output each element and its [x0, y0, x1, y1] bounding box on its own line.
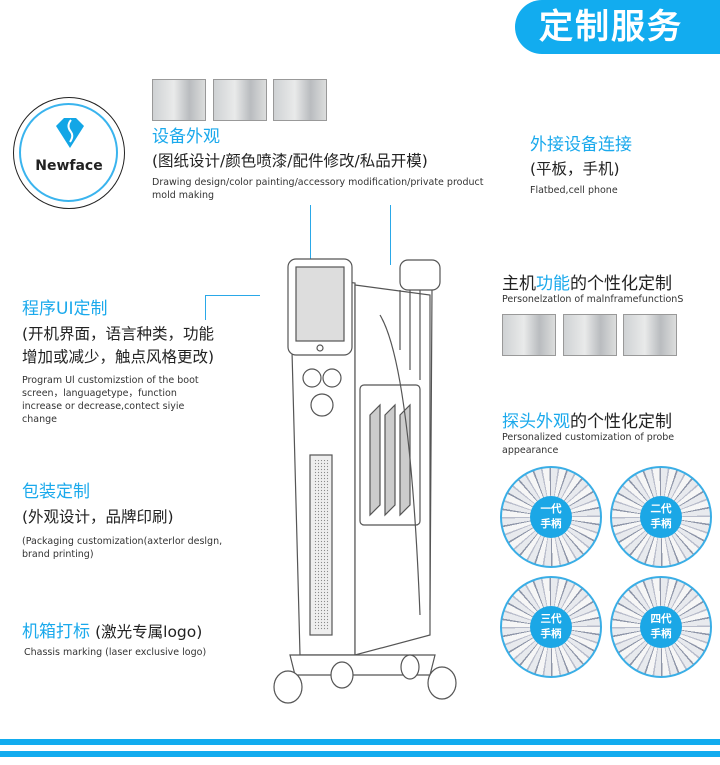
- mainframe-title-a: 主机: [502, 274, 536, 294]
- external-title: 外接设备连接: [530, 135, 632, 155]
- handle-label: 手柄: [540, 518, 562, 530]
- ui-title: 程序UI定制: [22, 299, 108, 319]
- chassis-subtitle: (激光专属logo): [95, 623, 203, 641]
- packaging-english: (Packaging customization(axterlor deslgn…: [22, 536, 223, 560]
- generation-label: 三代: [540, 613, 562, 625]
- mainframe-title-c: 的个性化定制: [570, 274, 672, 294]
- external-english: Flatbed,cell phone: [530, 185, 618, 196]
- external-subtitle: (平板，手机): [530, 160, 620, 178]
- mainframe-thumbnail: [623, 314, 677, 356]
- appearance-title: 设备外观: [152, 127, 220, 147]
- brand-name: Newface: [35, 158, 103, 174]
- mainframe-thumbnail: [563, 314, 617, 356]
- mainframe-english: Personelzatlon of malnframefunctionS: [502, 294, 684, 305]
- probe-title-b: 的个性化定制: [570, 412, 672, 432]
- diamond-face-icon: [56, 118, 84, 148]
- connector-line: [390, 205, 391, 265]
- chassis-title: 机箱打标: [22, 622, 90, 642]
- generation-label: 四代: [650, 613, 672, 625]
- connector-line: [205, 295, 260, 296]
- probe-generation-3: 三代手柄: [500, 576, 602, 678]
- ui-english: Program Ul customizstion of the boot scr…: [22, 375, 199, 425]
- connector-line: [310, 205, 311, 265]
- appearance-subtitle: (图纸设计/颜色喷漆/配件修改/私品开模): [152, 152, 428, 170]
- packaging-subtitle: (外观设计，品牌印刷): [22, 508, 174, 526]
- machine-illustration: [273, 258, 457, 704]
- appearance-thumbnail: [152, 79, 206, 121]
- custom-service-banner: 定制服务: [515, 0, 720, 54]
- chassis-english: Chassis marking (laser exclusive logo): [24, 647, 207, 658]
- appearance-thumbnail: [273, 79, 327, 121]
- generation-label: 二代: [650, 503, 672, 515]
- mainframe-title-b: 功能: [536, 274, 570, 294]
- appearance-english: Drawing design/color painting/accessory …: [152, 177, 484, 201]
- generation-label: 一代: [540, 503, 562, 515]
- probe-generation-1: 一代手柄: [500, 466, 602, 568]
- chassis-heading: 机箱打标 (激光专属logo): [22, 621, 202, 643]
- probe-generation-2: 二代手柄: [610, 466, 712, 568]
- probe-generation-4: 四代手柄: [610, 576, 712, 678]
- connector-line: [205, 295, 206, 320]
- mainframe-thumbnail: [502, 314, 556, 356]
- handle-label: 手柄: [650, 518, 672, 530]
- footer-stripe: [0, 739, 720, 745]
- newface-logo: Newface: [13, 97, 125, 209]
- ui-subtitle: (开机界面，语言种类，功能: [22, 325, 215, 343]
- mainframe-title: 主机功能的个性化定制: [502, 269, 672, 294]
- ui-subtitle: 增加或减少，触点风格更改): [22, 348, 215, 366]
- packaging-title: 包装定制: [22, 482, 90, 502]
- probe-title-a: 探头外观: [502, 412, 570, 432]
- footer-stripe: [0, 751, 720, 757]
- probe-title: 探头外观的个性化定制: [502, 407, 672, 432]
- handle-label: 手柄: [540, 628, 562, 640]
- appearance-thumbnail: [213, 79, 267, 121]
- handle-label: 手柄: [650, 628, 672, 640]
- probe-english: Personalized customization of probe appe…: [502, 432, 675, 456]
